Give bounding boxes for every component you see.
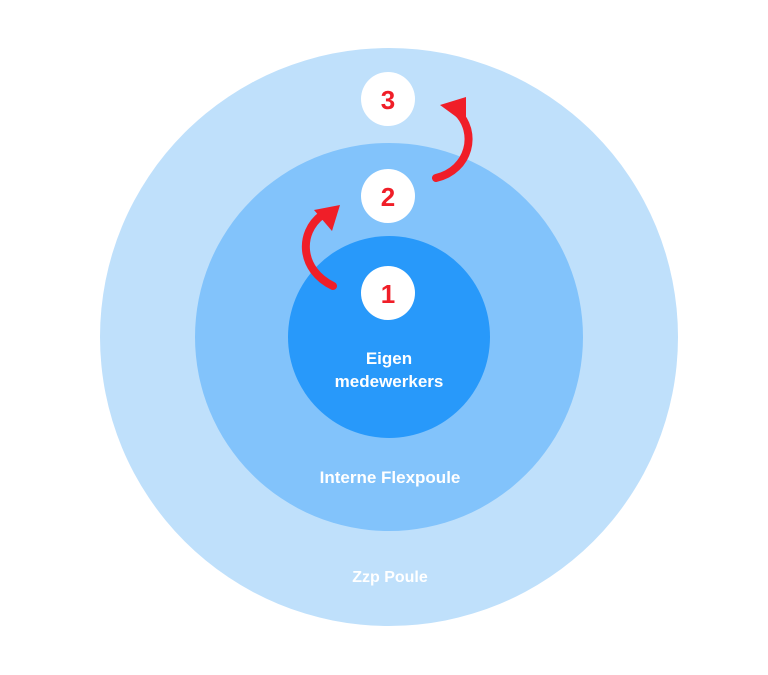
curved-arrow-icon: [432, 97, 473, 182]
inner-circle-label-line1: Eigen: [366, 349, 412, 368]
inner-circle-label-line2: medewerkers: [335, 372, 444, 391]
inner-circle: [288, 236, 490, 438]
middle-ring-label: Interne Flexpoule: [320, 468, 461, 487]
step-badge-2: 2: [361, 169, 415, 223]
step-badge-number: 3: [381, 85, 395, 115]
step-badge-3: 3: [361, 72, 415, 126]
outer-ring-label: Zzp Poule: [352, 569, 428, 586]
curved-arrow-icon: [301, 205, 340, 290]
step-badge-number: 2: [381, 182, 395, 212]
step-badge-number: 1: [381, 279, 395, 309]
step-badge-1: 1: [361, 266, 415, 320]
